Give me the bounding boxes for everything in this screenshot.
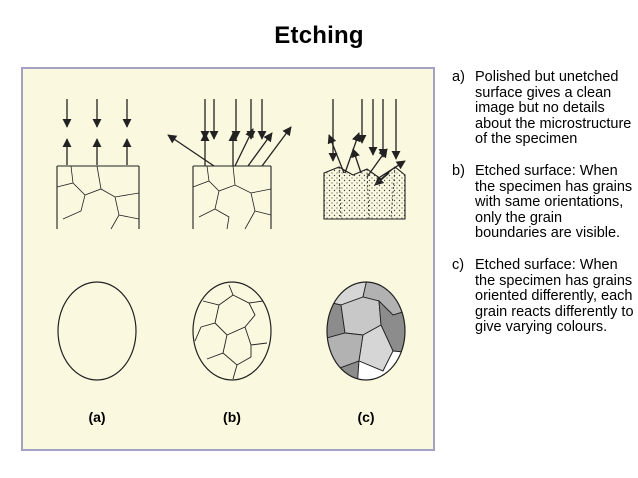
note-text: Etched surface: When the specimen has gr… bbox=[475, 162, 633, 242]
caption-b: (b) bbox=[223, 409, 241, 425]
slide-title: Etching bbox=[274, 22, 364, 49]
caption-c: (c) bbox=[357, 409, 374, 425]
panel-a-specimen-block bbox=[56, 165, 140, 230]
note-marker: a) bbox=[452, 69, 465, 85]
etching-illustration: (a) (b) (c) bbox=[56, 99, 406, 425]
panel-a-incident-rays bbox=[62, 99, 132, 165]
etching-diagram: (a) (b) (c) bbox=[21, 67, 435, 451]
note-marker: c) bbox=[452, 256, 465, 273]
note-marker: b) bbox=[452, 162, 465, 179]
note-text: Polished but unetched surface gives a cl… bbox=[475, 69, 632, 148]
panel-c-colored-grains bbox=[326, 281, 406, 381]
panel-b-grain-boundaries bbox=[192, 281, 272, 381]
panel-b-reflected-rays bbox=[167, 126, 292, 167]
caption-a: (a) bbox=[88, 409, 105, 425]
notes-list: a) Polished but unetched surface gives a… bbox=[452, 69, 636, 352]
panel-b-specimen-block bbox=[192, 165, 272, 230]
note-c: c) Etched surface: When the specimen has… bbox=[452, 256, 636, 336]
panel-c-incident-rays bbox=[328, 99, 401, 162]
panel-c-specimen-block bbox=[323, 166, 406, 220]
note-text: Etched surface: When the specimen has gr… bbox=[475, 256, 634, 336]
note-a: a) Polished but unetched surface gives a… bbox=[452, 69, 636, 148]
note-b: b) Etched surface: When the specimen has… bbox=[452, 162, 636, 242]
panel-a-polished-surface bbox=[57, 281, 137, 381]
